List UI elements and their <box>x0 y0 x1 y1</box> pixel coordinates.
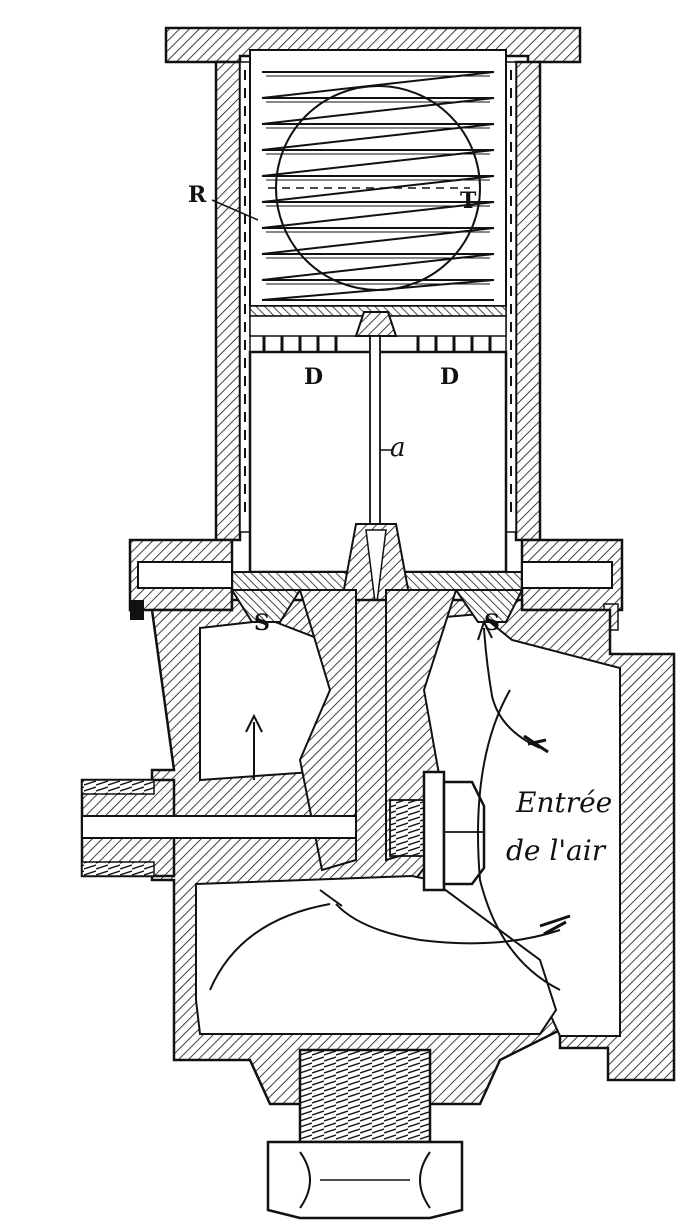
side-port-left <box>128 538 234 620</box>
upper-cylinder-walls <box>214 60 542 542</box>
label-entree: Entrée <box>515 786 612 819</box>
arrow-feathers <box>523 734 571 936</box>
drain-plug <box>266 1048 464 1220</box>
label-a: a <box>390 433 406 463</box>
fuel-inlet <box>80 778 357 878</box>
spring-coil <box>261 71 495 301</box>
bowl-curve <box>209 903 331 991</box>
label-r: R <box>188 182 207 208</box>
label-s-left: S <box>254 610 270 636</box>
airflow-arrows <box>209 619 561 991</box>
label-de-lair: de l'air <box>506 834 607 867</box>
label-d-right: D <box>440 364 459 390</box>
label-r-leader <box>211 199 259 221</box>
label-s-right: S <box>484 610 500 636</box>
airflow-arrow-right <box>483 627 541 749</box>
airflow-arrow-bottom <box>319 889 561 945</box>
entry-curve <box>477 689 561 991</box>
label-d-left: D <box>304 364 323 390</box>
jet-nut <box>389 770 486 892</box>
label-t: T <box>460 188 477 214</box>
